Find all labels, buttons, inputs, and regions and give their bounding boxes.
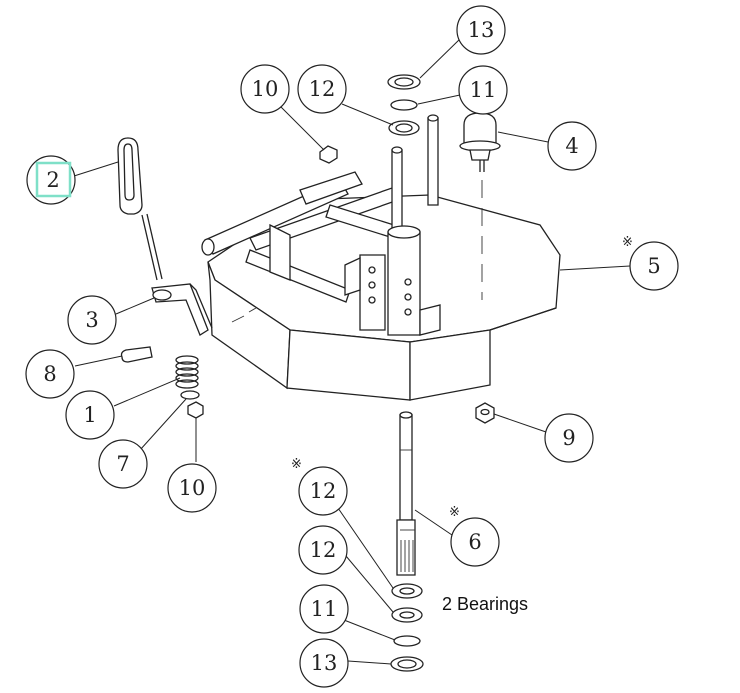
frame-tubes — [201, 114, 441, 336]
callout-label: 5 — [647, 254, 660, 278]
lift-arm-assembly — [117, 137, 213, 419]
callout-label: 10 — [252, 77, 279, 101]
callout-label: 13 — [468, 18, 495, 42]
callout-8[interactable]: 8 — [25, 349, 75, 399]
callout-6[interactable]: 6 — [450, 517, 500, 567]
callout-7[interactable]: 7 — [98, 439, 148, 489]
callout-label: 11 — [470, 78, 497, 102]
callout-label: 12 — [310, 479, 337, 503]
callout-13-top[interactable]: 13 — [456, 5, 506, 55]
top-bearing-stack — [387, 74, 421, 136]
callout-label: 3 — [85, 308, 98, 332]
callout-11-bottom[interactable]: 11 — [299, 584, 349, 634]
callout-label: 12 — [309, 77, 336, 101]
callout-label: 9 — [562, 426, 575, 450]
callout-label: 7 — [116, 452, 129, 476]
callout-3[interactable]: 3 — [67, 295, 117, 345]
callout-label: 6 — [468, 530, 481, 554]
leader-lines — [73, 36, 631, 665]
callout-13-bottom[interactable]: 13 — [299, 638, 349, 688]
callout-label: 4 — [565, 134, 578, 158]
callout-label: 2 — [46, 168, 59, 192]
callout-label: 12 — [310, 538, 337, 562]
callout-4[interactable]: 4 — [547, 121, 597, 171]
shaft — [396, 411, 416, 576]
asterisk-part-12: ※ — [291, 457, 302, 472]
callout-12-lower-a[interactable]: 12 — [298, 466, 348, 516]
asterisk-part-5: ※ — [622, 235, 633, 250]
asterisk-marks: ※ ※ ※ — [291, 235, 633, 520]
callout-label: 10 — [179, 476, 206, 500]
callout-label: 8 — [43, 362, 56, 386]
callout-5[interactable]: 5 — [629, 241, 679, 291]
callout-label: 13 — [311, 651, 338, 675]
selected-highlight — [35, 161, 72, 198]
bearings-note: 2 Bearings — [442, 594, 528, 614]
nut-part-9 — [475, 402, 495, 424]
callout-label: 1 — [83, 403, 96, 427]
callout-12-top[interactable]: 12 — [297, 64, 347, 114]
callout-label: 11 — [311, 597, 338, 621]
callout-1[interactable]: 1 — [65, 390, 115, 440]
lower-bearing-stack — [390, 583, 424, 672]
callout-10-top[interactable]: 10 — [240, 64, 290, 114]
callout-11-top[interactable]: 11 — [458, 65, 508, 115]
nut-part-10-top — [319, 145, 338, 164]
callout-2[interactable]: 2 — [26, 155, 76, 205]
asterisk-part-6: ※ — [449, 505, 460, 520]
callout-9[interactable]: 9 — [544, 413, 594, 463]
callout-10-bottom[interactable]: 10 — [167, 463, 217, 513]
callout-12-lower-b[interactable]: 12 — [298, 525, 348, 575]
